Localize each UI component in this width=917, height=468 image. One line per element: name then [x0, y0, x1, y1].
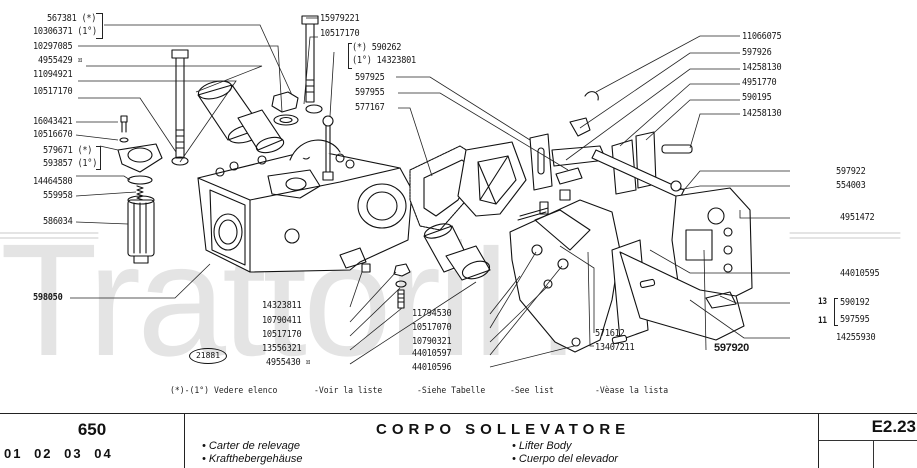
part-label-10517170-bottom[interactable]: 10517170 [262, 329, 302, 340]
part-label-10517170-top[interactable]: 10517170 [320, 28, 360, 39]
model-cell: 650 01 02 03 04 [0, 414, 185, 468]
part-label-44010595[interactable]: 44010595 [840, 268, 880, 279]
watermark-stripes [0, 232, 901, 239]
part-label-597925[interactable]: 597925 [355, 72, 385, 83]
qty-13: 13 [818, 297, 827, 307]
part-label-571612[interactable]: 571612 [595, 328, 625, 339]
title-cell: CORPO SOLLEVATORE • Carter de relevage •… [186, 414, 818, 468]
part-label-590195[interactable]: 590195 [742, 92, 772, 103]
filter-assembly [117, 115, 163, 264]
part-label-593857[interactable]: 593857 (1°) [43, 158, 98, 169]
part-label-10517170[interactable]: 10517170 [33, 86, 73, 97]
lift-arm-links [529, 91, 693, 199]
page-cell: E2.23 [818, 414, 917, 468]
footnote-fr: -Voir la liste [314, 386, 383, 396]
model-number: 650 [77, 420, 107, 439]
subtitle-en: • Lifter Body [512, 440, 572, 452]
alternative-bracket [96, 146, 101, 170]
leader-lines [70, 17, 790, 368]
part-label-597926[interactable]: 597926 [742, 47, 772, 58]
part-label-14258130-b[interactable]: 14258130 [742, 108, 782, 119]
subtitle-fr: • Carter de relevage [202, 440, 301, 452]
part-label-4955429[interactable]: 4955429 ¤ [38, 55, 83, 66]
footnote-prefix: (*)-(1°) [170, 386, 210, 396]
qty-bracket [834, 298, 838, 326]
part-label-590192[interactable]: 590192 [840, 297, 870, 308]
part-label-597920[interactable]: 597920 [714, 342, 749, 354]
divider [819, 440, 917, 441]
part-label-579671[interactable]: 579671 (*) [43, 145, 93, 156]
part-label-13407211[interactable]: 13407211 [595, 342, 635, 353]
part-label-597922[interactable]: 597922 [836, 166, 866, 177]
support-block-right [611, 187, 753, 345]
divider [873, 440, 874, 468]
long-bolt-left [171, 49, 189, 166]
part-label-10790321[interactable]: 10790321 [412, 336, 452, 347]
part-label-15979221[interactable]: 15979221 [320, 13, 360, 24]
part-label-577167[interactable]: 577167 [355, 102, 385, 113]
part-label-4951472[interactable]: 4951472 [840, 212, 875, 223]
part-label-14258130[interactable]: 14258130 [742, 62, 782, 73]
part-label-586034[interactable]: 586034 [43, 216, 73, 227]
footnote-de: -Siehe Tabelle [417, 386, 486, 396]
part-label-14464580[interactable]: 14464580 [33, 176, 73, 187]
subtitle-de: • Krafthebergehäuse [202, 453, 303, 465]
part-label-11066075[interactable]: 11066075 [742, 31, 782, 42]
gasket-cover [409, 141, 527, 231]
qty-11: 11 [818, 316, 827, 326]
footnote-it: Vedere elenco [214, 386, 278, 396]
part-label-554003[interactable]: 554003 [836, 180, 866, 191]
part-label-10516670[interactable]: 10516670 [33, 129, 73, 140]
part-label-10517070[interactable]: 10517070 [412, 322, 452, 333]
part-label-13556321[interactable]: 13556321 [262, 343, 302, 354]
part-label-598050[interactable]: 598050 [33, 292, 63, 303]
piston-sleeve-upper [197, 80, 285, 154]
part-label-14323801[interactable]: (1°) 14323801 [352, 55, 416, 66]
alternative-bracket [96, 13, 103, 39]
part-label-597595[interactable]: 597595 [840, 314, 870, 325]
part-label-11094921[interactable]: 11094921 [33, 69, 73, 80]
alternative-bracket [348, 43, 352, 69]
part-label-4955430[interactable]: 4955430 ¤ [266, 357, 311, 368]
section-title: CORPO SOLLEVATORE [376, 421, 631, 438]
nut-washer-stack [271, 91, 299, 126]
part-label-10790411[interactable]: 10790411 [262, 315, 302, 326]
footnote-en: -See list [510, 386, 554, 396]
part-label-10297085[interactable]: 10297085 [33, 41, 73, 52]
page-number: E2.23 [871, 417, 916, 436]
piston-sleeve-lower [423, 223, 491, 281]
breather-rod [322, 115, 334, 181]
model-variant-codes: 01 02 03 04 [4, 446, 113, 461]
part-label-14255930[interactable]: 14255930 [836, 332, 876, 343]
small-hardware [361, 263, 411, 309]
drawing-reference-number: 21881 [189, 348, 227, 364]
long-bolt-center [301, 15, 323, 114]
part-label-44010597[interactable]: 44010597 [412, 348, 452, 359]
part-label-10306371[interactable]: 10306371 (1°) [33, 26, 97, 37]
part-label-44010596[interactable]: 44010596 [412, 362, 452, 373]
part-label-597955[interactable]: 597955 [355, 87, 385, 98]
footnote-es: -Vèase la lista [595, 386, 669, 396]
part-label-567381[interactable]: 567381 (*) [47, 13, 97, 24]
part-label-11794530[interactable]: 11794530 [412, 308, 452, 319]
part-label-16043421[interactable]: 16043421 [33, 116, 73, 127]
exploded-parts-diagram [0, 15, 901, 368]
subtitle-es: • Cuerpo del elevador [512, 453, 618, 465]
lifter-housing [197, 139, 413, 273]
title-block: 650 01 02 03 04 CORPO SOLLEVATORE • Cart… [0, 413, 917, 468]
part-label-559958[interactable]: 559958 [43, 190, 73, 201]
part-label-14323811[interactable]: 14323811 [262, 300, 302, 311]
part-label-4951770[interactable]: 4951770 [742, 77, 777, 88]
part-label-590262[interactable]: (*) 590262 [352, 42, 402, 53]
